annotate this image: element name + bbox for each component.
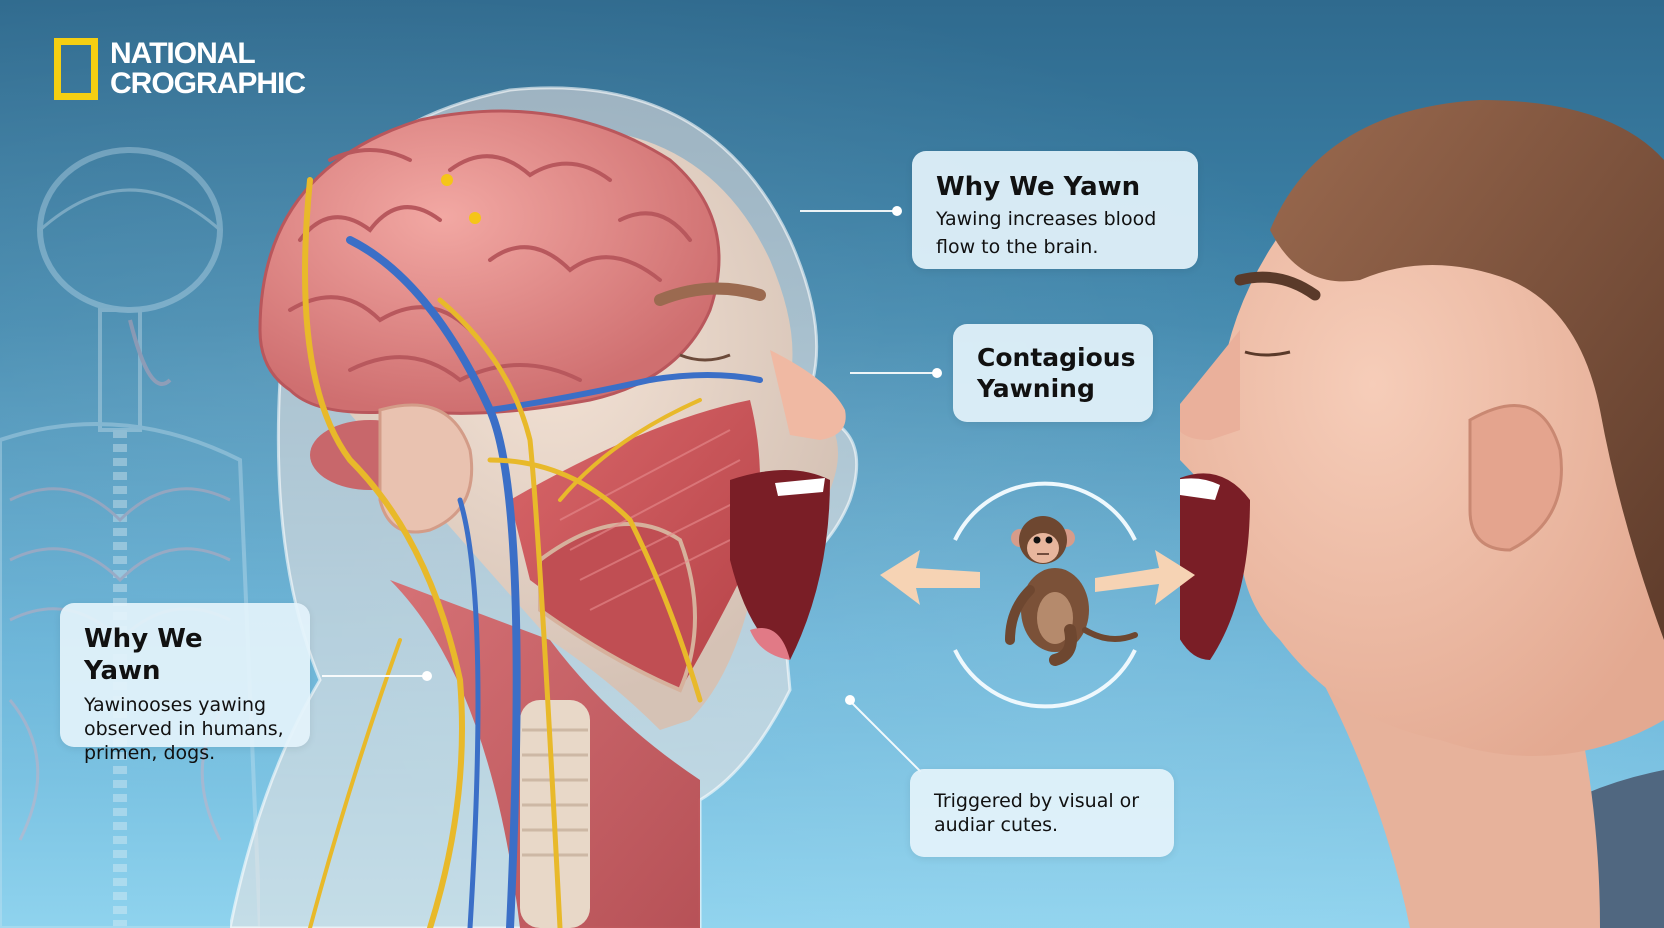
callout-body-line: observed in humans, [84,718,284,740]
callout-title-line: Yawning [977,374,1095,403]
callout-why-we-yawn-blood-flow: Why We Yawn Yawing increases blood flow … [912,151,1198,269]
leader-line-1 [800,210,896,212]
callout-body-line: Triggered by visual or [934,790,1140,812]
callout-contagious-yawning: Contagious Yawning [953,324,1153,422]
callout-triggered-by-cues: Triggered by visual or audiar cutes. [910,769,1174,857]
callout-title: Why We Yawn [936,172,1141,202]
logo-line-2: CROGRAPHIC [110,67,306,100]
callout-why-we-yawn-species: Why We Yawn Yawinooses yawing observed i… [60,603,310,764]
callout-body-line: Yawinooses yawing [84,694,267,716]
ghost-skeleton-figure [0,147,260,928]
logo-wordmark: NATIONAL CROGRAPHIC [110,37,306,100]
callout-body-line: primen, dogs. [84,742,216,764]
leader-dot-3 [422,671,432,681]
anatomical-head-illustration [230,86,859,928]
callout-title: Why We Yawn [84,624,203,686]
leader-line-2 [850,372,936,374]
callout-body-line: audiar cutes. [934,814,1059,836]
dashed-circle [953,481,1137,709]
right-arrow-icon [1095,550,1195,605]
leader-line-3 [322,675,426,677]
monkey-icon [1005,516,1138,666]
leader-dot-2 [932,368,942,378]
leader-dot-1 [892,206,902,216]
callout-body-line: Yawing increases blood [936,208,1157,230]
left-arrow-icon [880,550,980,605]
national-geographic-logo: NATIONAL CROGRAPHIC [54,37,306,100]
callout-body-line: flow to the brain. [936,236,1099,258]
man-yawning-illustration [1180,100,1664,928]
logo-line-1: NATIONAL [110,37,256,70]
yellow-frame-icon [54,38,98,100]
callout-title-line: Contagious [977,343,1136,372]
leader-dot-4 [845,695,855,705]
contagion-diagram [880,481,1195,709]
